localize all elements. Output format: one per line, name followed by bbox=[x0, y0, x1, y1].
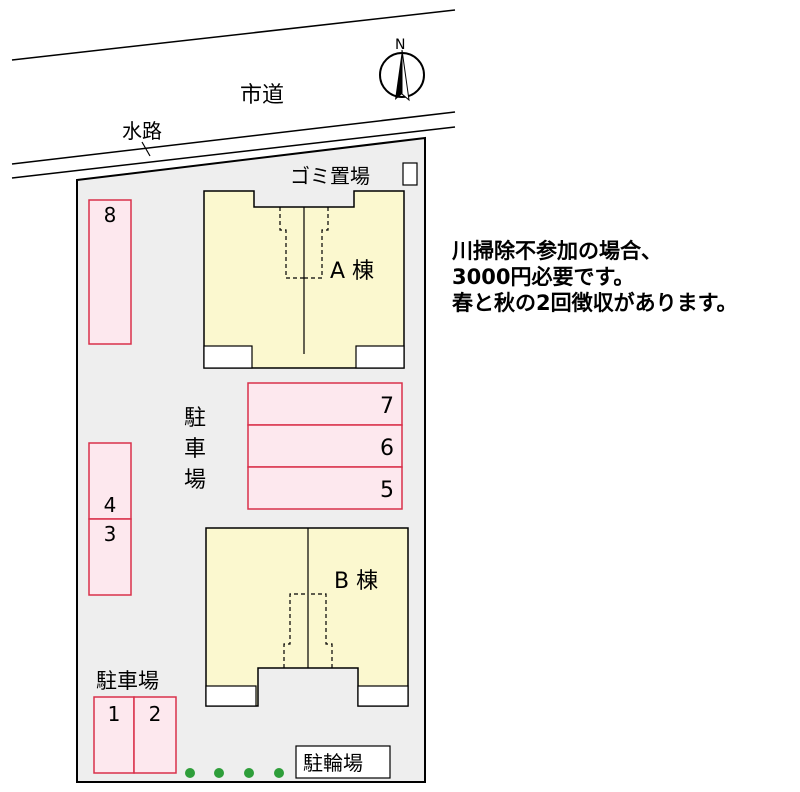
parking-space-2-number: 2 bbox=[149, 702, 162, 726]
garbage-area-label: ゴミ置場 bbox=[290, 164, 370, 188]
road-label: 市道 bbox=[240, 83, 284, 108]
road-edge-north bbox=[11, 9, 456, 61]
waterway-line bbox=[11, 126, 456, 179]
garbage-area-box bbox=[402, 162, 418, 186]
parking-space-1 bbox=[93, 696, 135, 774]
notice-line-3: 春と秋の2回徴収があります。 bbox=[452, 291, 738, 315]
building-b-balcony-right bbox=[357, 685, 409, 707]
building-a-balcony-left bbox=[203, 345, 253, 369]
parking-space-8-number: 8 bbox=[104, 203, 117, 227]
notice-line-2: 3000円必要です。 bbox=[452, 265, 635, 289]
tree-icon bbox=[274, 768, 284, 778]
parking-label-bottom: 駐車場 bbox=[96, 669, 159, 693]
waterway-leader-line bbox=[141, 141, 151, 157]
tree-icon bbox=[214, 768, 224, 778]
parking-label-char-2: 車 bbox=[184, 437, 206, 462]
parking-spaces-1-2: 1 2 bbox=[93, 696, 177, 774]
parking-space-6-number: 6 bbox=[380, 436, 394, 461]
parking-space-7 bbox=[247, 382, 403, 426]
parking-spaces-5-7: 7 6 5 bbox=[247, 382, 403, 510]
parking-space-5-number: 5 bbox=[380, 478, 394, 503]
notice-text: 川掃除不参加の場合、 3000円必要です。 春と秋の2回徴収があります。 bbox=[452, 238, 792, 316]
parking-space-4-number: 4 bbox=[104, 493, 117, 517]
parking-label-char-3: 場 bbox=[184, 468, 206, 493]
tree-icon bbox=[185, 768, 195, 778]
parking-space-6 bbox=[247, 424, 403, 468]
building-b-label: B 棟 bbox=[334, 569, 378, 594]
tree-icons bbox=[185, 768, 284, 778]
parking-space-5 bbox=[247, 466, 403, 510]
tree-icon bbox=[244, 768, 254, 778]
north-label: N bbox=[395, 37, 405, 53]
building-a-balcony-right bbox=[355, 345, 405, 369]
notice-line-1: 川掃除不参加の場合、 bbox=[452, 239, 662, 263]
parking-space-1-number: 1 bbox=[108, 702, 121, 726]
parking-label-char-1: 駐 bbox=[184, 406, 206, 431]
bicycle-parking-box bbox=[295, 745, 391, 779]
parking-space-7-number: 7 bbox=[380, 394, 394, 419]
parking-space-2 bbox=[133, 696, 177, 774]
building-a: A 棟 bbox=[203, 190, 405, 369]
bicycle-parking-label: 駐輪場 bbox=[303, 751, 363, 775]
waterway-label: 水路 bbox=[122, 119, 162, 143]
parking-space-4 bbox=[88, 442, 132, 520]
building-b-balcony-left bbox=[205, 685, 257, 707]
parking-space-3 bbox=[88, 518, 132, 596]
parking-space-3-number: 3 bbox=[104, 522, 117, 546]
parking-space-8: 8 bbox=[88, 199, 132, 345]
building-b: B 棟 bbox=[205, 527, 409, 707]
road-edge-south bbox=[11, 111, 456, 165]
parking-spaces-3-4: 4 3 bbox=[88, 442, 132, 596]
building-a-label: A 棟 bbox=[330, 259, 374, 284]
north-compass-icon: N bbox=[379, 37, 425, 102]
